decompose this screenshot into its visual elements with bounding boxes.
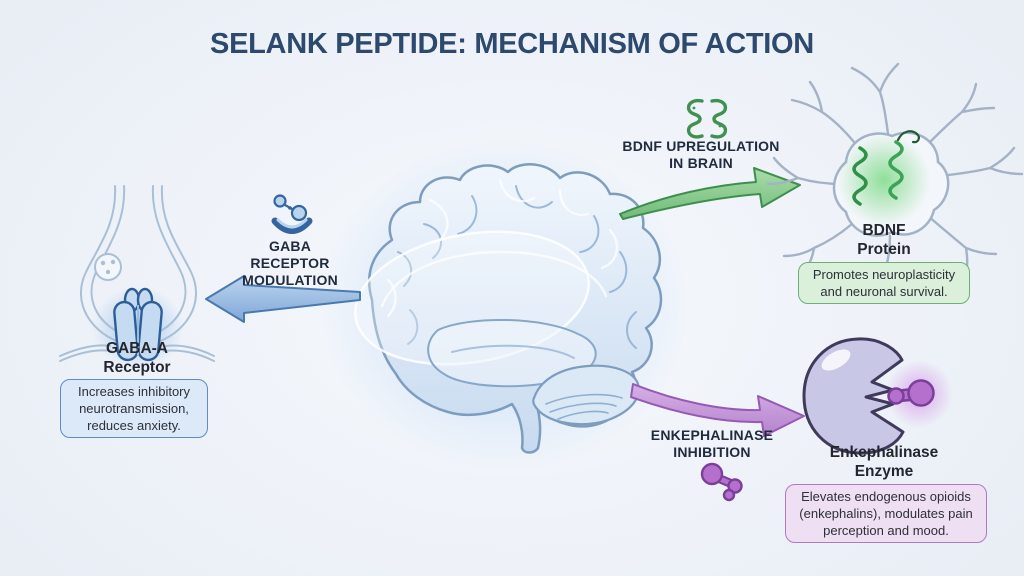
neuron-illustration xyxy=(766,62,1024,298)
vesicle-dots xyxy=(100,259,116,275)
gaba-arrow xyxy=(205,275,361,323)
enkephalinase-arrow xyxy=(630,383,805,437)
label-line: ENKEPHALINASE xyxy=(650,427,774,443)
bdnf-caption-box: Promotes neuroplasticity and neuronal su… xyxy=(798,262,970,304)
bdnf-protein-label: BDNF Protein xyxy=(857,221,910,259)
label-line: GABA xyxy=(268,238,312,254)
enkephalinase-inhibition-label: ENKEPHALINASE INHIBITION xyxy=(651,427,773,461)
label-line: Enzyme xyxy=(854,463,914,480)
bdnf-helices xyxy=(852,130,920,206)
enkephalinase-caption-box: Elevates endogenous opioids (enkephalins… xyxy=(785,484,987,543)
gaba-a-receptor-shape xyxy=(113,287,163,362)
synaptic-vesicle xyxy=(94,253,122,281)
synapse-illustration xyxy=(59,185,215,370)
gaba-modulation-label: GABA RECEPTOR MODULATION xyxy=(242,238,338,289)
label-line: MODULATION xyxy=(242,272,338,288)
label-line: Protein xyxy=(857,241,911,258)
label-line: Enkephalinase xyxy=(829,444,939,461)
caption-line: reduces anxiety. xyxy=(87,418,181,433)
brain-illustration xyxy=(354,163,663,454)
caption-line: and neuronal survival. xyxy=(820,284,948,299)
substrate-molecule xyxy=(887,379,935,407)
label-line: BDNF UPREGULATION xyxy=(622,138,780,154)
label-line: BDNF xyxy=(862,222,906,239)
bdnf-upregulation-label: BDNF UPREGULATION IN BRAIN xyxy=(622,138,779,172)
gaba-receptor-ligand-icon xyxy=(271,194,313,234)
caption-line: Increases inhibitory xyxy=(78,384,190,399)
cerebellum-stripes xyxy=(545,393,623,420)
caption-line: (enkephalins), modulates pain xyxy=(799,506,973,521)
bdnf-protein-dimer-icon xyxy=(686,98,728,139)
label-line: IN BRAIN xyxy=(669,155,733,171)
gaba-a-receptor-label: GABA-A Receptor xyxy=(103,339,170,377)
caption-line: Promotes neuroplasticity xyxy=(812,267,956,282)
gaba-caption-box: Increases inhibitory neurotransmission, … xyxy=(60,379,208,438)
label-line: Receptor xyxy=(103,359,171,376)
enkephalinase-enzyme-label: Enkephalinase Enzyme xyxy=(830,443,939,481)
enzyme-highlight xyxy=(821,349,851,371)
caption-line: Elevates endogenous opioids xyxy=(801,489,971,504)
page-title: SELANK PEPTIDE: MECHANISM OF ACTION xyxy=(210,28,814,60)
bdnf-glow xyxy=(838,134,930,226)
enzyme-illustration xyxy=(802,337,953,455)
label-line: GABA-A xyxy=(106,340,168,357)
bdnf-arrow xyxy=(619,167,801,220)
caption-line: perception and mood. xyxy=(823,523,949,538)
label-line: INHIBITION xyxy=(673,444,751,460)
enkephalin-molecule-icon xyxy=(700,462,743,502)
caption-line: neurotransmission, xyxy=(79,401,189,416)
brain-temporal-line xyxy=(451,344,575,359)
label-line: RECEPTOR xyxy=(250,255,330,271)
